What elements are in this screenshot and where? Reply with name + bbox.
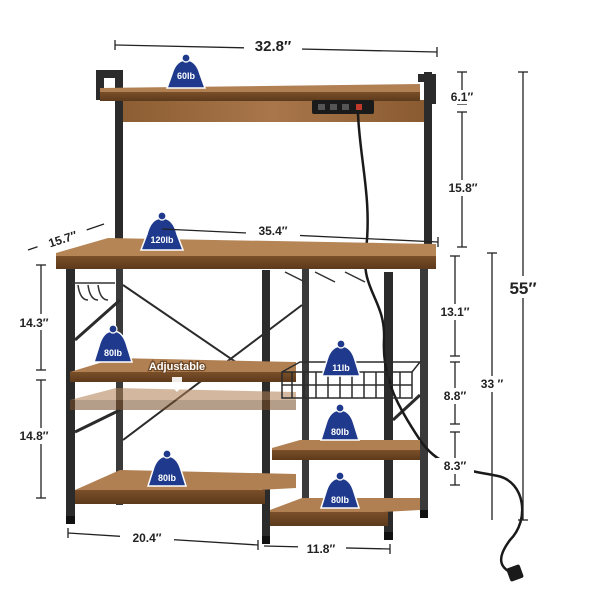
- dim-bottom-left-width: 20.4′′: [132, 531, 161, 545]
- power-strip: [312, 100, 524, 582]
- cup-hooks: [72, 271, 366, 301]
- hutch-right-upright: [424, 72, 432, 244]
- dim-hutch-height: 15.8′′: [448, 181, 477, 195]
- weight-badge-right-middle: 80lb: [319, 403, 361, 441]
- front-right-leg: [384, 272, 393, 537]
- bottom-left-shelf: [75, 470, 296, 504]
- weight-badge-top-shelf: 60lb: [165, 53, 207, 89]
- left-side-brace-2: [74, 408, 121, 434]
- dim-tabletop-width: 35.4′′: [258, 224, 287, 238]
- adjustable-shelf-ghost: [70, 388, 296, 410]
- foot-2: [262, 536, 270, 544]
- weight-label-bottom-right: 80lb: [331, 495, 350, 505]
- right-side-brace: [391, 393, 422, 422]
- weight-label-top-shelf: 60lb: [177, 71, 196, 81]
- weight-badge-left-middle: 80lb: [92, 324, 134, 363]
- left-middle-shelf: [70, 358, 296, 382]
- dim-upper-left-height: 14.3′′: [19, 316, 48, 330]
- dim-right-lower-height: 8.3′′: [444, 459, 467, 473]
- down-arrow-icon: [168, 377, 186, 392]
- adjustable-label: Adjustable: [149, 361, 205, 373]
- top-shelf: [100, 84, 420, 101]
- dim-total-height: 55′′: [509, 279, 536, 298]
- foot-1: [66, 516, 75, 524]
- back-right-leg: [420, 262, 428, 514]
- wire-basket: [281, 361, 422, 399]
- dim-bottom-right-width: 11.8′′: [307, 542, 336, 556]
- weight-badge-basket: 11lb: [320, 339, 362, 377]
- foot-4: [420, 510, 428, 518]
- weight-label-bottom-left: 80lb: [158, 473, 177, 483]
- dim-hutch-shelf-height: 6.1′′: [451, 90, 474, 104]
- weight-badge-bottom-left: 80lb: [146, 449, 188, 487]
- front-left-leg: [66, 262, 75, 522]
- adjustable-callout: Adjustable: [148, 360, 206, 392]
- dim-top-width: 32.8′′: [255, 38, 292, 55]
- left-side-brace-1: [74, 298, 121, 342]
- weight-label-right-middle: 80lb: [331, 427, 350, 437]
- hutch-right-cap: [418, 74, 436, 104]
- right-middle-shelf: [272, 440, 420, 460]
- foot-3: [384, 532, 393, 540]
- power-cord: [356, 113, 524, 577]
- power-plug: [506, 564, 524, 582]
- dim-lower-left-height: 14.8′′: [19, 429, 48, 443]
- weight-badge-bottom-right: 80lb: [319, 471, 361, 509]
- weight-badge-tabletop: 120lb: [139, 211, 185, 251]
- tabletop: [56, 238, 436, 269]
- dim-table-height: 33 ′′: [481, 377, 504, 391]
- hutch-back-panel: [123, 100, 424, 122]
- dimension-labels: 32.8′′ 15.7′′ 35.4′′ 6.1′′ 15.8′′ 55′′ 1…: [14, 36, 546, 556]
- dim-depth: 15.7′′: [47, 228, 79, 250]
- dim-right-upper-height: 13.1′′: [440, 305, 469, 319]
- weight-label-left-middle: 80lb: [104, 348, 123, 358]
- hutch-left-upright: [115, 72, 123, 244]
- weight-label-basket: 11lb: [332, 363, 350, 373]
- weight-label-tabletop: 120lb: [150, 235, 174, 245]
- dim-right-mid-height: 8.8′′: [444, 389, 467, 403]
